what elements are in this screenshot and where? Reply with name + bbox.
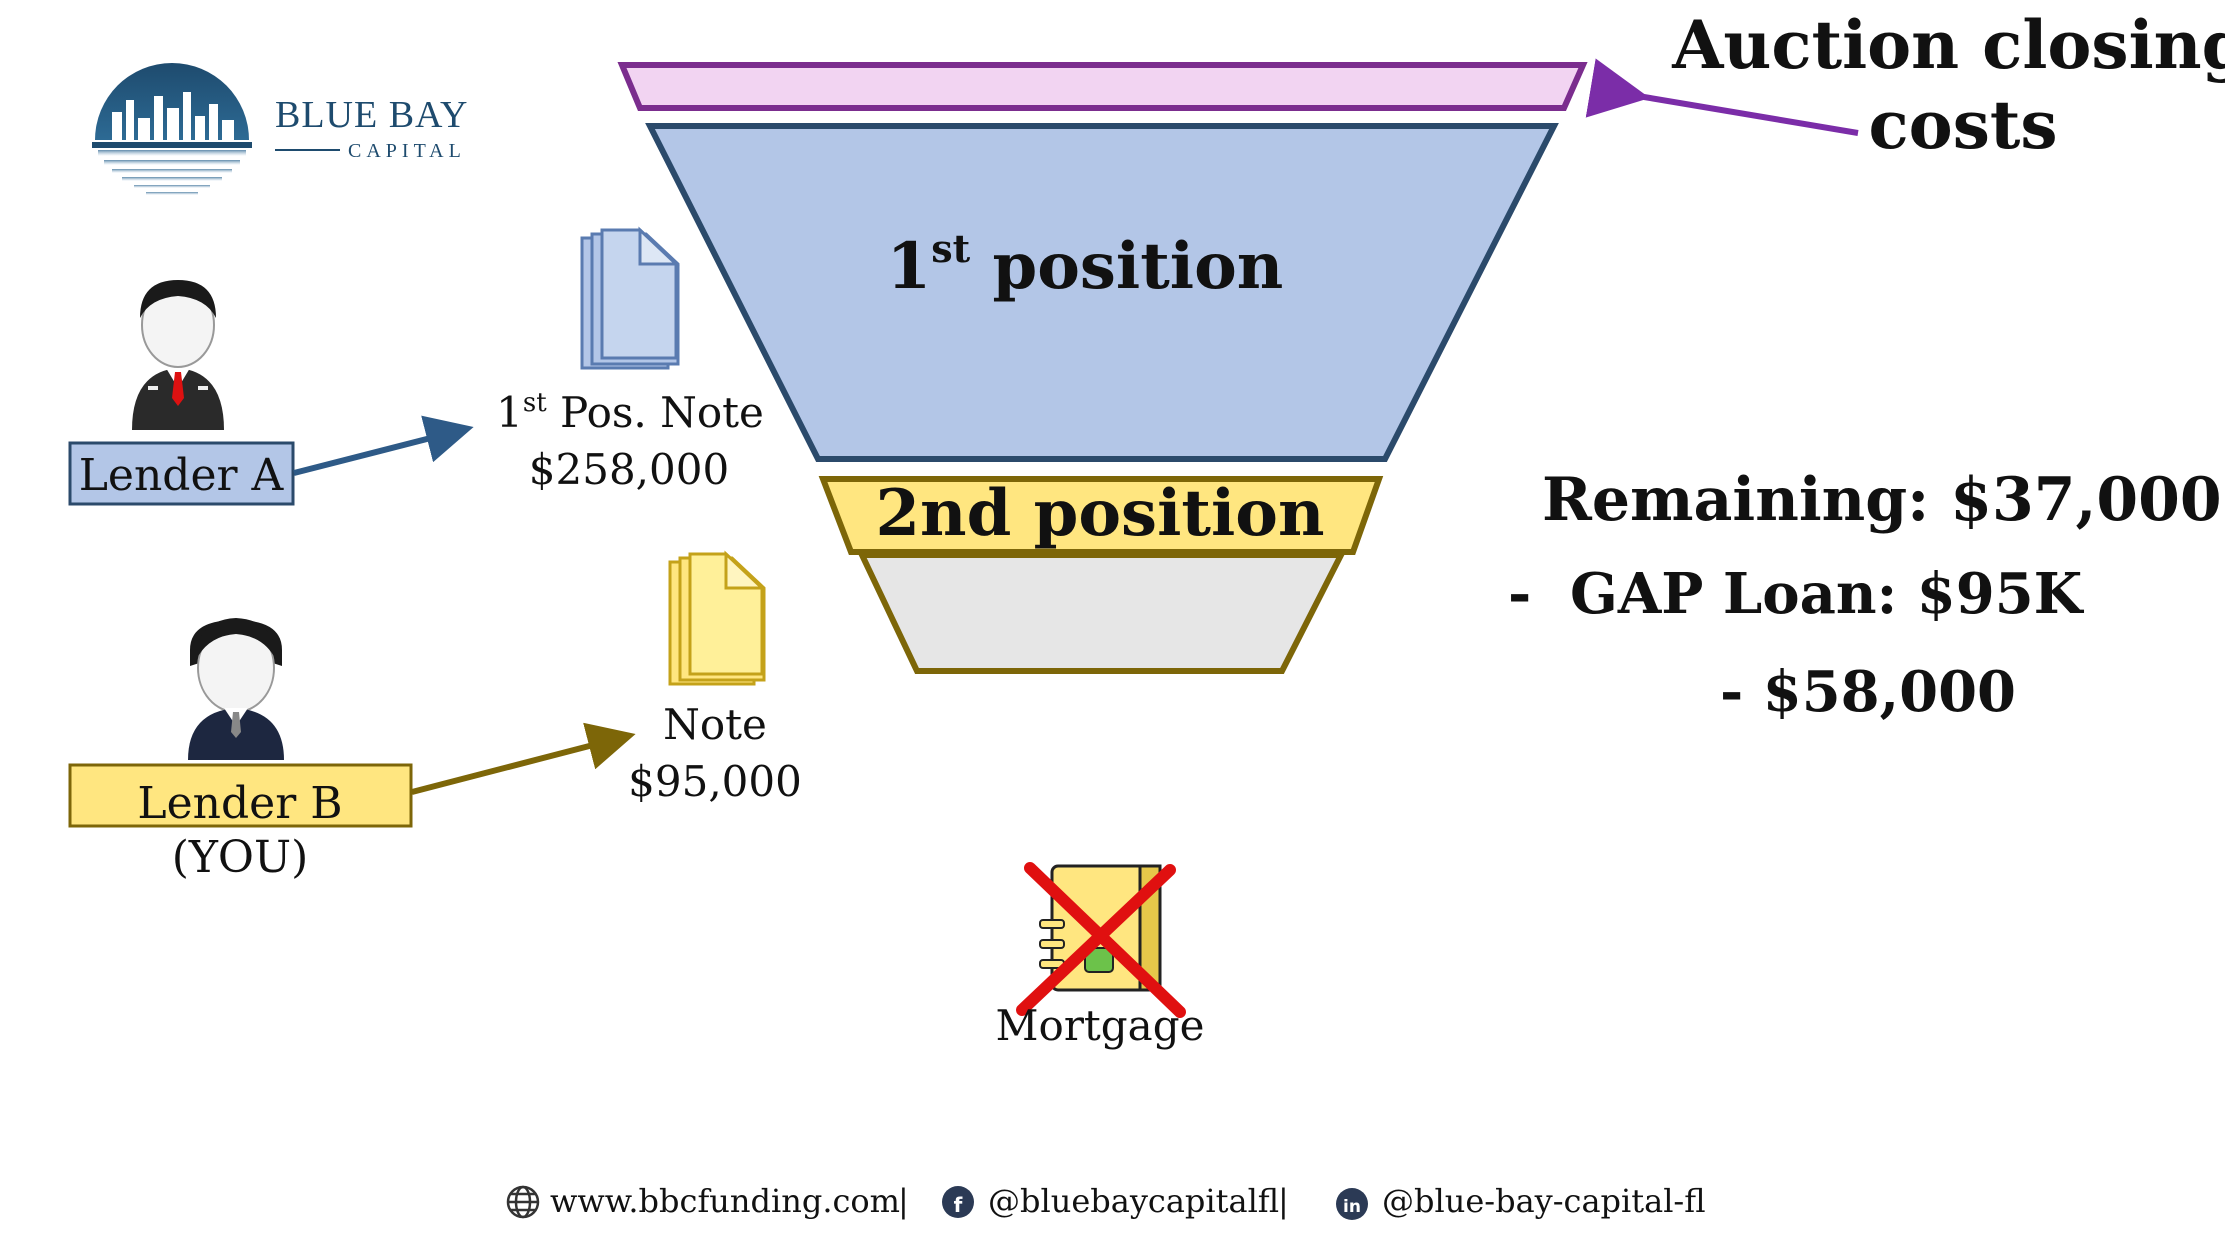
footer-linkedin[interactable]: @blue-bay-capital-fl [1382, 1182, 1706, 1220]
second-position-layer [818, 476, 1384, 555]
second-position-label: 2nd position [876, 476, 1325, 551]
businessman-icon [132, 280, 224, 430]
person-icon [188, 618, 284, 760]
document-icon [580, 226, 680, 370]
lender-b-sublabel: (YOU) [172, 832, 309, 883]
closing-costs-line1: Auction closing [1671, 6, 2225, 84]
second-note-title: Note [663, 700, 767, 749]
skyline-icon [92, 63, 252, 195]
first-note-title: 1st Pos. Note [496, 388, 764, 437]
lender-b-group: Lender B (YOU) [68, 618, 636, 883]
footer-separator: | [1278, 1182, 1289, 1220]
facebook-icon: f [942, 1186, 974, 1218]
priority-funnel: 1st position 2nd position [617, 62, 1588, 674]
document-icon [668, 550, 766, 686]
second-note-amount: $95,000 [628, 757, 802, 806]
remaining-amount: Remaining: $37,000 [1542, 465, 2222, 535]
lender-a-box [68, 441, 295, 506]
gap-dash: - [1508, 561, 1531, 627]
logo-subtitle: CAPITAL [348, 140, 466, 162]
lender-b-box [68, 763, 413, 828]
loss-amount: - $58,000 [1720, 659, 2016, 725]
lender-b-label: Lender B [137, 778, 342, 829]
cross-icon [1016, 862, 1186, 1018]
globe-icon [506, 1185, 540, 1219]
blue-bay-logo: BLUE BAY CAPITAL [92, 63, 468, 195]
mortgage-group: Mortgage [996, 862, 1205, 1050]
footer: www.bbcfunding.com | f @bluebaycapitalfl… [506, 1182, 1706, 1220]
footer-website[interactable]: www.bbcfunding.com [550, 1182, 900, 1220]
footer-separator: | [898, 1182, 909, 1220]
first-position-layer [645, 123, 1559, 462]
gap-loan: GAP Loan: $95K [1570, 561, 2085, 627]
closing-costs-callout: Auction closing costs [1585, 6, 2225, 164]
svg-text:in: in [1343, 1197, 1361, 1217]
logo-title: BLUE BAY [275, 94, 468, 136]
closing-arrow [1585, 58, 1859, 136]
lender-a-group: Lender A [68, 280, 474, 506]
lender-a-arrow [293, 415, 474, 476]
empty-layer [857, 552, 1346, 674]
linkedin-icon: in [1336, 1188, 1368, 1220]
summary: Remaining: $37,000 - GAP Loan: $95K - $5… [1508, 465, 2222, 725]
closing-costs-layer [617, 62, 1588, 111]
first-note-group: 1st Pos. Note $258,000 [496, 226, 764, 494]
lender-b-arrow [411, 722, 636, 795]
first-note-amount: $258,000 [529, 445, 729, 494]
second-note-group: Note $95,000 [628, 550, 802, 806]
lender-a-label: Lender A [79, 450, 285, 501]
closing-costs-line2: costs [1868, 86, 2057, 164]
mortgage-label: Mortgage [996, 1001, 1205, 1050]
first-position-label: 1st position [887, 226, 1284, 304]
svg-text:f: f [954, 1193, 963, 1217]
footer-facebook[interactable]: @bluebaycapitalfl [988, 1182, 1279, 1220]
